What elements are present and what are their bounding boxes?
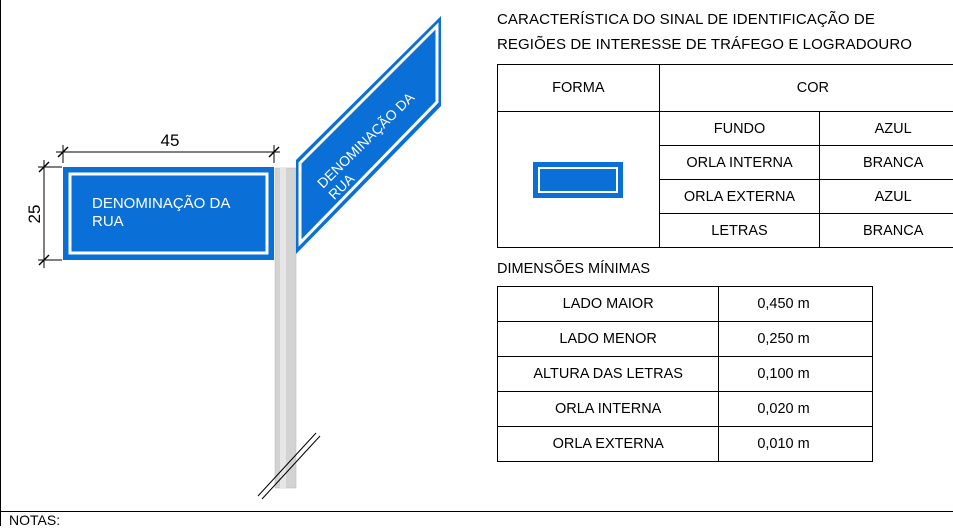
width-dimension-label: 45 bbox=[161, 131, 180, 150]
height-dimension bbox=[38, 160, 62, 268]
break-line bbox=[261, 435, 321, 500]
characteristics-title-line-2: REGIÕES DE INTERESSE DE TRÁFEGO E LOGRAD… bbox=[497, 36, 913, 53]
characteristics-title-line-1: CARACTERÍSTICA DO SINAL DE IDENTIFICAÇÃO… bbox=[497, 11, 875, 28]
color-row-label: ORLA INTERNA bbox=[658, 145, 821, 180]
shape-swatch-cell bbox=[497, 111, 660, 248]
characteristics-table: FORMA COR FUNDO AZUL ORLA INTERNA BRANCA… bbox=[497, 64, 953, 248]
width-dimension bbox=[56, 145, 280, 163]
sign-shape-swatch bbox=[533, 161, 624, 198]
dimensions-title: DIMENSÕES MÍNIMAS bbox=[497, 261, 651, 277]
front-sign: DENOMINAÇÃO DA RUA bbox=[63, 167, 274, 260]
notes-divider bbox=[0, 511, 953, 512]
height-dimension-label: 25 bbox=[25, 205, 44, 224]
header-cor: COR bbox=[658, 64, 953, 112]
color-row-label: FUNDO bbox=[658, 111, 821, 146]
color-row-value: BRANCA bbox=[819, 145, 953, 180]
color-row-value: AZUL bbox=[819, 179, 953, 214]
color-row-label: LETRAS bbox=[658, 213, 821, 248]
sign-illustration: DENOMINAÇÃO DA RUA DENOMINAÇÃO DA RUA 45… bbox=[25, 16, 441, 500]
color-row-value: AZUL bbox=[819, 111, 953, 146]
dimension-row-label: ALTURA DAS LETRAS bbox=[496, 356, 720, 392]
dimension-row-label: ORLA EXTERNA bbox=[496, 426, 720, 462]
dimension-row-value: 0,250 m bbox=[718, 321, 873, 357]
dimension-row-label: ORLA INTERNA bbox=[496, 391, 720, 427]
front-sign-text: DENOMINAÇÃO DA RUA bbox=[92, 195, 234, 230]
notes-label: NOTAS: bbox=[9, 512, 61, 528]
header-forma: FORMA bbox=[497, 64, 660, 112]
dimension-row-value: 0,100 m bbox=[718, 356, 873, 392]
color-row-label: ORLA EXTERNA bbox=[658, 179, 821, 214]
dimension-row-label: LADO MAIOR bbox=[496, 286, 720, 322]
dimension-row-label: LADO MENOR bbox=[496, 321, 720, 357]
color-row-value: BRANCA bbox=[819, 213, 953, 248]
dimension-row-value: 0,010 m bbox=[718, 426, 873, 462]
break-line bbox=[257, 432, 317, 497]
dimension-row-value: 0,020 m bbox=[718, 391, 873, 427]
dimensions-table: LADO MAIOR 0,450 m LADO MENOR 0,250 m AL… bbox=[496, 286, 873, 462]
dimension-row-value: 0,450 m bbox=[718, 286, 873, 322]
side-sign: DENOMINAÇÃO DA RUA bbox=[296, 16, 441, 254]
